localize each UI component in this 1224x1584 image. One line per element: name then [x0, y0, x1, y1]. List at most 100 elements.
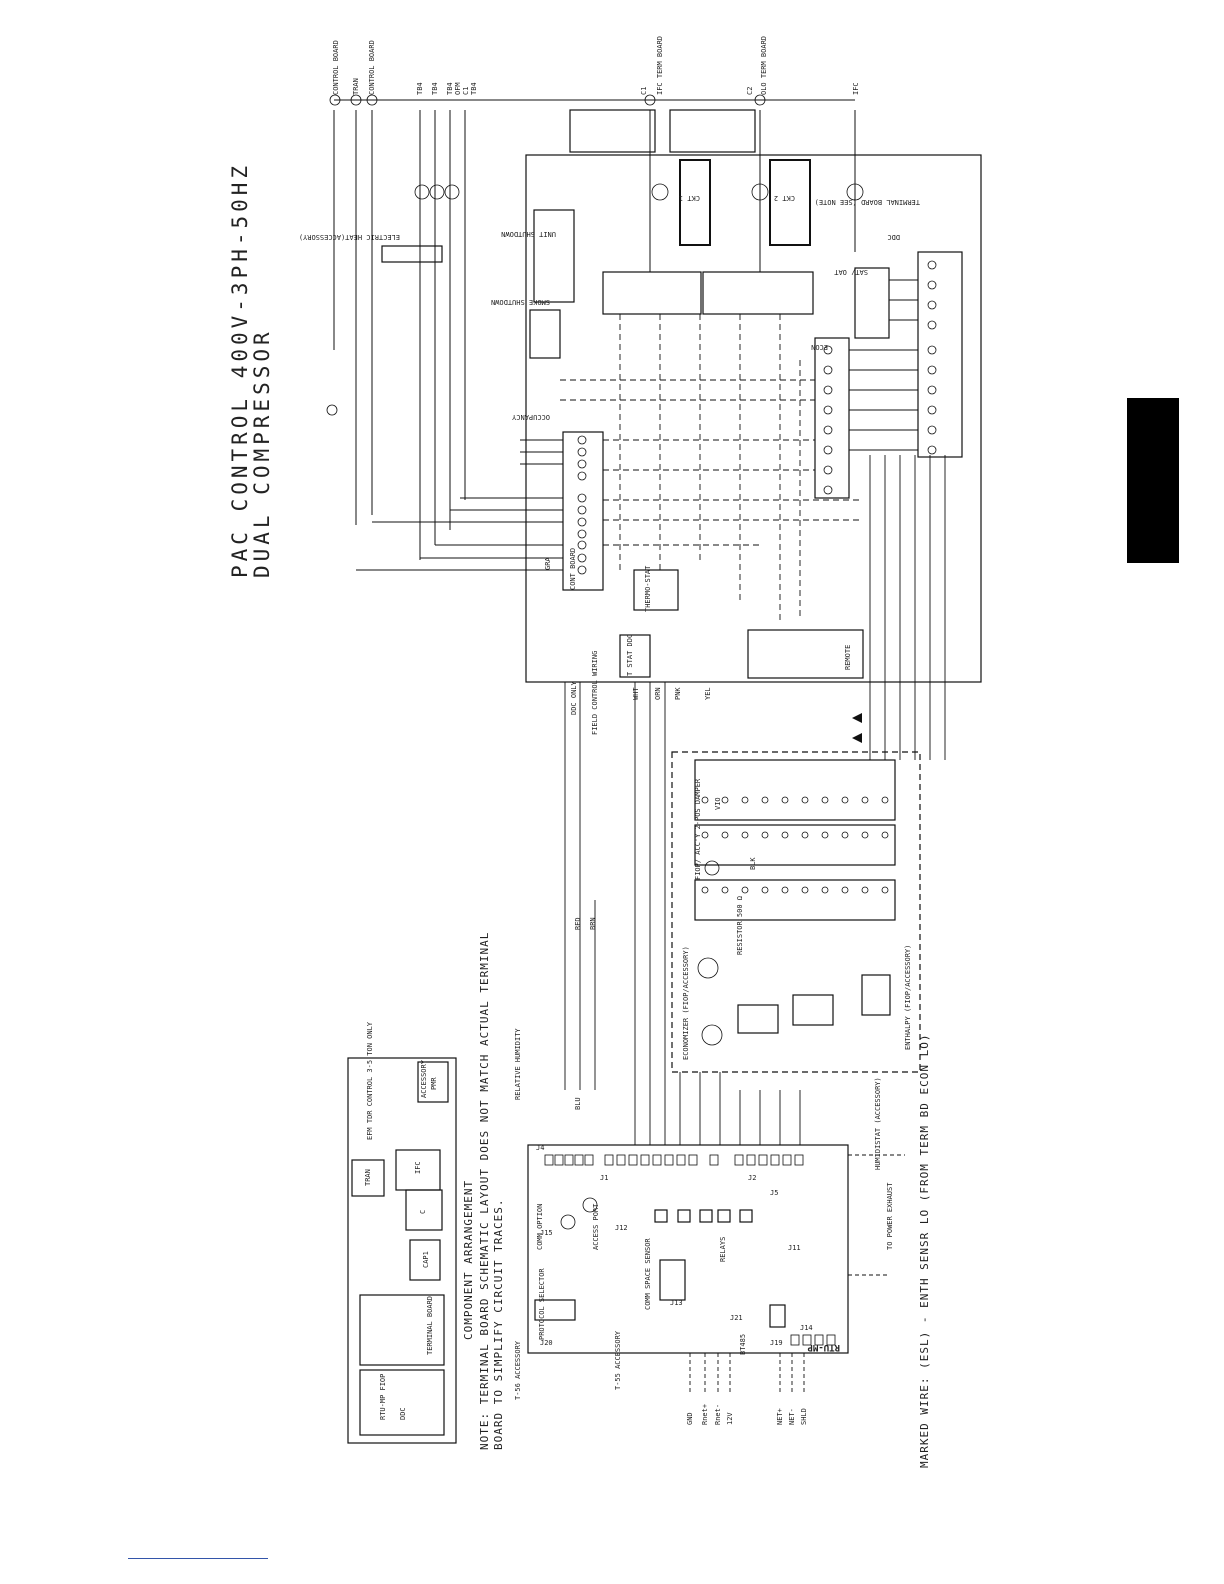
ckt1-label: CKT 1: [679, 194, 700, 202]
comp2-top-box: [669, 109, 756, 153]
layout-cap1-label: CAP1: [422, 1251, 430, 1268]
space-sensor-connector: [659, 1259, 686, 1301]
enthalpy-box: [861, 974, 891, 1016]
component-arrangement-box: [347, 1057, 457, 1444]
top-conn-13: OLO TERM BOARD: [760, 36, 768, 95]
layout-ddc-label: DDC: [399, 1407, 407, 1420]
wire-label-pnk: PNK: [674, 687, 682, 700]
layout-rtu-fiop: [359, 1369, 445, 1436]
wire-label-gra: GRA: [544, 557, 552, 570]
signal-net-minus: NET-: [788, 1408, 796, 1425]
relay-y1: [717, 1209, 731, 1223]
comm-option-label: COMM OPTION: [536, 1204, 544, 1250]
conn-j19: J19: [770, 1339, 783, 1347]
layout-c-label: C: [419, 1210, 427, 1214]
conn-j12: J12: [615, 1224, 628, 1232]
econ-box: [814, 337, 850, 499]
wire-label-red: RED: [574, 917, 582, 930]
conn-j1: J1: [600, 1174, 608, 1182]
access-port-label: ACCESS PORT: [592, 1203, 600, 1250]
wire-label-wht: WHT: [632, 687, 640, 700]
relay-y2: [739, 1209, 753, 1223]
humidistat-label: HUMIDISTAT (ACCESSORY): [874, 1077, 882, 1170]
remote-label: REMOTE: [844, 645, 852, 670]
pl6-connector: [694, 759, 896, 821]
sat-oat-label: SAT/ OAT: [833, 268, 868, 276]
ckt1-box: [679, 159, 711, 246]
top-conn-1: CONTROL BOARD: [332, 40, 340, 95]
clo1-comp1-box: [602, 271, 702, 315]
clo2-comp2-box: [702, 271, 814, 315]
top-conn-6: TB4: [446, 82, 454, 95]
protocol-selector: [534, 1299, 576, 1321]
layout-pmr: [417, 1061, 449, 1103]
ddc-label-top: DDC: [887, 233, 900, 241]
tstat-ddc-box: [619, 634, 651, 678]
wire-label-yel: YEL: [704, 687, 712, 700]
layout-terminal-board: [359, 1294, 445, 1366]
t56-label: T-56 ACCESSORY: [514, 1340, 522, 1400]
signal-net-plus: NET+: [776, 1408, 784, 1425]
conn-j5: J5: [770, 1189, 778, 1197]
top-conn-5: TB4: [431, 82, 439, 95]
sat-oat-box: [854, 267, 890, 339]
signal-shld: SHLD: [800, 1408, 808, 1425]
rtu-mp-label: RTU-MP: [807, 1342, 840, 1352]
fiop-pmr-box: [529, 309, 561, 359]
ckt2-label: CKT 2: [774, 194, 795, 202]
pl5r-connector: [694, 879, 896, 921]
signal-rnet-minus: Rnet-: [714, 1404, 722, 1425]
layout-ifc-label: IFC: [414, 1161, 422, 1174]
layout-pmr-label: PMR: [430, 1077, 438, 1090]
terminal-board-note: TERMINAL BOARD (SEE NOTE): [815, 198, 920, 206]
control-enclosure: [525, 154, 982, 683]
top-conn-7: OFM: [454, 82, 462, 95]
arrow-marker-1: [852, 713, 862, 723]
layout-tran: [351, 1159, 385, 1197]
top-conn-14: IFC: [852, 82, 860, 95]
damper-label: FIOP/ ACC'Y 2-POS DAMPER: [694, 778, 702, 880]
pl6r-connector: [694, 824, 896, 866]
layout-efm-label: EFM TDR CONTROL 3-5 TON ONLY: [366, 1021, 374, 1140]
top-conn-8: C1: [462, 87, 470, 95]
conn-j15: J15: [540, 1229, 553, 1237]
conn-j13: J13: [670, 1299, 683, 1307]
relay-w1: [699, 1209, 713, 1223]
top-conn-10: C1: [640, 87, 648, 95]
conn-j11: J11: [788, 1244, 801, 1252]
signal-rnet-plus: Rnet+: [701, 1404, 709, 1425]
ddc-only-label: DDC ONLY: [570, 680, 578, 715]
tstat-ddc-label: T STAT DDC: [626, 634, 634, 676]
relay-g: [654, 1209, 668, 1223]
conn-j20: J20: [540, 1339, 553, 1347]
accu-sensor-box: [792, 994, 834, 1026]
protocol-selector-label: PROTOCOL SELECTOR: [538, 1268, 546, 1340]
economizer-label: ECONOMIZER (FIOP/ACCESSORY): [682, 946, 690, 1060]
terminal-board-box: [917, 251, 963, 458]
section-tab: [1127, 398, 1179, 563]
field-control-label: FIELD CONTROL WIRING: [591, 651, 599, 735]
space-sensor-label: COMM SPACE SENSOR: [644, 1238, 652, 1310]
layout-accessory-label: ACCESSORY: [420, 1059, 428, 1098]
enthalpy-label: ENTHALPY (FIOP/ACCESSORY): [904, 945, 912, 1050]
wire-label-blu: BLU: [574, 1097, 582, 1110]
wire-label-vio: VIO: [714, 797, 722, 810]
bt485-label: BT485: [739, 1334, 747, 1355]
top-conn-11: IFC TERM BOARD: [656, 36, 664, 95]
power-exhaust-label: TO POWER EXHAUST: [886, 1182, 894, 1250]
electric-heat-label: ELECTRIC HEAT(ACCESSORY): [299, 233, 400, 241]
top-conn-4: TB4: [416, 82, 424, 95]
conn-j2: J2: [748, 1174, 756, 1182]
occupancy-label: OCCUPANCY: [511, 413, 550, 421]
arrow-marker-2: [852, 733, 862, 743]
resistor-label: RESISTOR 500 Ω: [736, 896, 744, 955]
wire-label-brn: BRN: [589, 917, 597, 930]
thermostat-box: [633, 569, 679, 611]
top-conn-2: TRAN: [352, 78, 360, 95]
layout-terminal-board-label: TERMINAL BOARD: [426, 1296, 434, 1355]
electric-heat-connector: [381, 245, 443, 263]
t55-label: T-55 ACCESSORY: [614, 1330, 622, 1390]
smoke-shutdown-label: SMOKE SHUTDOWN: [491, 298, 550, 306]
cont-board-box: [562, 431, 604, 591]
bt485-port: [769, 1304, 786, 1328]
